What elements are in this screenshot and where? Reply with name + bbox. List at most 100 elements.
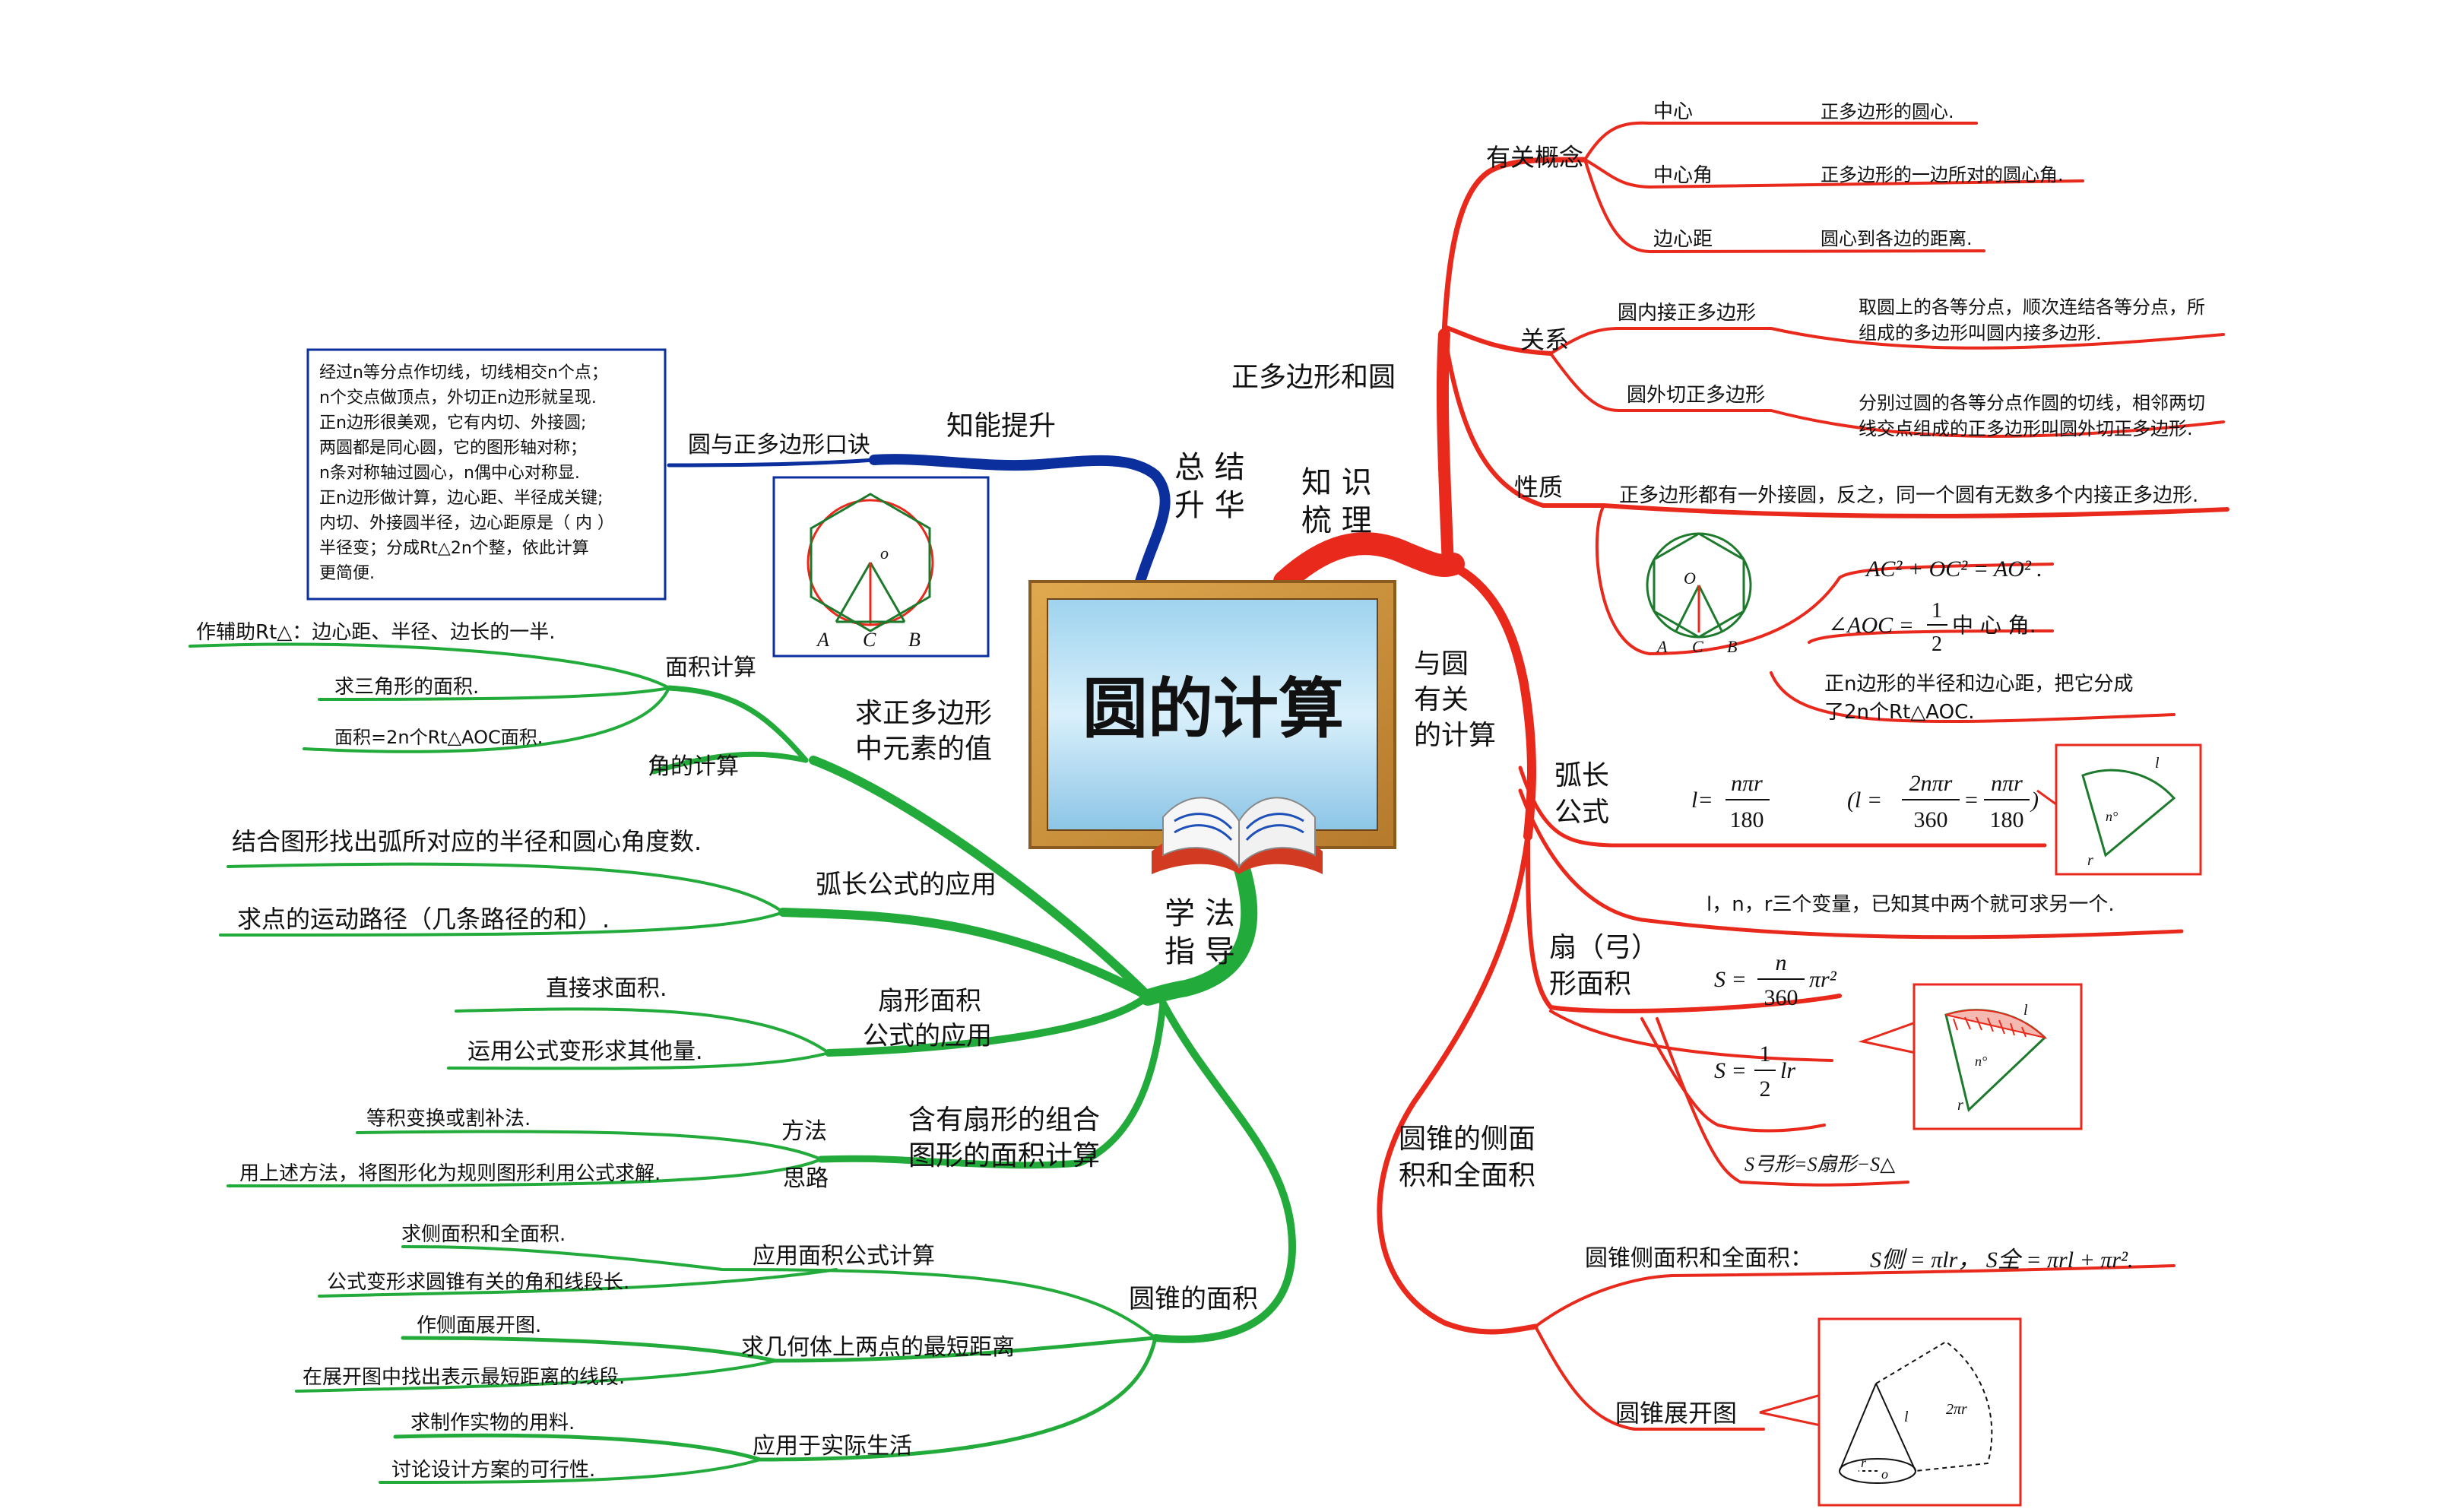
inscribed-term: 圆内接正多边形 <box>1618 302 1756 325</box>
rhyme-line: 两圆都是同心圆，它的图形轴对称； <box>319 439 587 458</box>
cone-net-label: 圆锥展开图 <box>1615 1399 1737 1428</box>
sector-figure <box>1858 983 2083 1130</box>
sector-app-item: 运用公式变形求其他量. <box>467 1038 703 1065</box>
prop-fig-B: B <box>1727 637 1737 656</box>
rhyme-box <box>306 348 667 601</box>
cone-area-label: 圆锥侧面积和全面积： <box>1585 1245 1813 1272</box>
arc-fig-l: l <box>2155 755 2160 772</box>
property-hexagon-figure <box>1646 532 1752 639</box>
arc-f1-lhs: l= <box>1691 788 1713 813</box>
prop-formula-1: AC² + OC² = AO² . <box>1865 556 2042 582</box>
sector-f1-lhs: S = <box>1714 967 1747 992</box>
composite-label-1: 含有扇形的组合 <box>908 1105 1100 1136</box>
composite-label-2: 图形的面积计算 <box>908 1140 1100 1171</box>
cone-label-2: 积和全面积 <box>1399 1160 1535 1191</box>
sector-f1-num: n <box>1776 950 1787 975</box>
summary-label-1: 总 结 <box>1174 450 1245 485</box>
prop-formula-2-den: 2 <box>1932 632 1942 656</box>
arc-f2-den1: 360 <box>1914 807 1948 832</box>
arc-label-2: 公式 <box>1554 797 1609 828</box>
sector-app-label-2: 公式的应用 <box>863 1021 992 1051</box>
cone-fig-r: r <box>1861 1455 1867 1470</box>
cone-fig-o: o <box>1881 1466 1888 1482</box>
method-label-1: 学 法 <box>1165 896 1235 931</box>
prop-fig-C: C <box>1692 637 1703 656</box>
cone-net-figure <box>1759 1317 2022 1507</box>
circumscribed-desc-2: 线交点组成的正多边形叫圆外切正多边形. <box>1859 418 2193 439</box>
circle-calc-label-2: 有关 <box>1414 684 1469 715</box>
concept-term-center: 中心 <box>1653 100 1693 123</box>
arc-f2-num2: nπr <box>1991 771 2023 796</box>
concept-term-apothem: 边心距 <box>1653 228 1713 251</box>
area-calc-item: 面积=2n个Rt△AOC面积. <box>334 727 543 748</box>
circle-calc-label-1: 与圆 <box>1414 648 1469 680</box>
rhyme-line: 经过n等分点作切线，切线相交n个点； <box>319 363 608 382</box>
prop-formula-2-lhs: ∠AOC = <box>1828 613 1914 638</box>
concept-desc-center: 正多边形的圆心. <box>1821 101 1954 122</box>
rhyme-line: 半径变；分成Rt△2n个整，依此计算 <box>319 539 589 558</box>
area-calc-item: 求三角形的面积. <box>334 676 479 699</box>
center-title: 圆的计算 <box>1082 671 1344 747</box>
center-board: 圆的计算 <box>1028 580 1396 849</box>
cone-area-formula: S侧 = πlr， S全 = πrl + πr². <box>1870 1247 2134 1273</box>
sector-f1-den: 360 <box>1764 985 1798 1010</box>
composite-method-desc: 等积变换或割补法. <box>366 1108 531 1130</box>
arc-app-label: 弧长公式的应用 <box>816 870 997 900</box>
knowledge-label-1: 知 识 <box>1301 465 1372 500</box>
cone-life-item: 讨论设计方案的可行性. <box>391 1459 595 1482</box>
prop-formula-2-num: 1 <box>1932 599 1942 623</box>
ability-label: 知能提升 <box>946 410 1056 442</box>
prop-note-2: 了2n个Rt△AOC. <box>1824 701 1975 724</box>
concept-term-angle: 中心角 <box>1653 164 1713 187</box>
relation-label: 关系 <box>1520 325 1569 354</box>
arc-f2-eq: = <box>1965 788 1978 813</box>
concepts-label: 有关概念 <box>1486 143 1583 172</box>
circumscribed-desc-1: 分别过圆的各等分点作圆的切线，相邻两切 <box>1859 392 2205 414</box>
sector-fig-r: r <box>1957 1097 1963 1114</box>
cone-life-label: 应用于实际生活 <box>753 1433 912 1460</box>
cone-area-method-label: 圆锥的面积 <box>1129 1284 1258 1314</box>
book-icon <box>1152 797 1323 874</box>
sector-app-item: 直接求面积. <box>546 975 667 1002</box>
cone-label-1: 圆锥的侧面 <box>1399 1124 1535 1155</box>
composite-idea-label: 思路 <box>783 1165 829 1192</box>
circle-calc-label-3: 的计算 <box>1414 720 1496 751</box>
arc-f1-num: nπr <box>1731 771 1763 796</box>
sector-f2-lhs: S = <box>1714 1058 1747 1083</box>
summary-label-2: 升 华 <box>1174 488 1245 523</box>
method-branch-lines <box>189 642 1297 1484</box>
cone-shortest-item: 在展开图中找出表示最短距离的线段. <box>303 1366 625 1389</box>
sector-label-1: 扇（弓） <box>1549 932 1659 963</box>
arc-fig-n: n° <box>2106 809 2118 824</box>
rhyme-line: 正n边形做计算，边心距、半径成关键; <box>319 489 603 508</box>
sector-fig-n: n° <box>1975 1054 1987 1069</box>
property-statement: 正多边形都有一外接圆，反之，同一个圆有无数多个内接正多边形. <box>1619 484 2198 507</box>
property-label: 性质 <box>1514 473 1563 502</box>
mnemonic-label: 圆与正多边形口诀 <box>688 432 870 458</box>
sector-f2-rhs: lr <box>1780 1058 1795 1083</box>
knowledge-label-2: 梳 理 <box>1301 503 1372 538</box>
sector-f2-den: 2 <box>1760 1076 1771 1102</box>
arc-sector-figure <box>2036 743 2202 876</box>
inscribed-desc-2: 组成的多边形叫圆内接多边形. <box>1859 322 2102 344</box>
cone-shortest-item: 作侧面展开图. <box>417 1314 541 1337</box>
prop-note-1: 正n边形的半径和边心距，把它分成 <box>1824 673 2133 696</box>
arc-f2-num1: 2nπr <box>1909 771 1953 796</box>
regular-polygon-label-2: 中元素的值 <box>855 734 992 765</box>
cone-shortest-label: 求几何体上两点的最短距离 <box>741 1334 1015 1361</box>
cone-life-item: 求制作实物的用料. <box>410 1412 575 1434</box>
arc-note: l，n，r三个变量，已知其中两个就可求另一个. <box>1707 893 2115 916</box>
rhyme-line: n个交点做顶点，外切正n边形就呈现. <box>319 388 597 407</box>
arc-app-item: 结合图形找出弧所对应的半径和圆心角度数. <box>232 827 702 856</box>
cone-fig-l: l <box>1904 1409 1909 1425</box>
arc-f2-den2: 180 <box>1990 807 2024 832</box>
rhyme-line: 内切、外接圆半径，边心距原是（ 内 ） <box>319 514 614 533</box>
summary-fig-A: A <box>816 629 829 651</box>
summary-branch-lines <box>667 454 1171 587</box>
composite-idea-desc: 用上述方法，将图形化为规则图形利用公式求解. <box>239 1162 661 1185</box>
polygon-circle-label: 正多边形和圆 <box>1231 362 1396 393</box>
summary-fig-o: o <box>880 544 889 563</box>
arc-f2-close: ) <box>2030 788 2039 813</box>
sector-f1-rhs: πr² <box>1809 967 1837 992</box>
